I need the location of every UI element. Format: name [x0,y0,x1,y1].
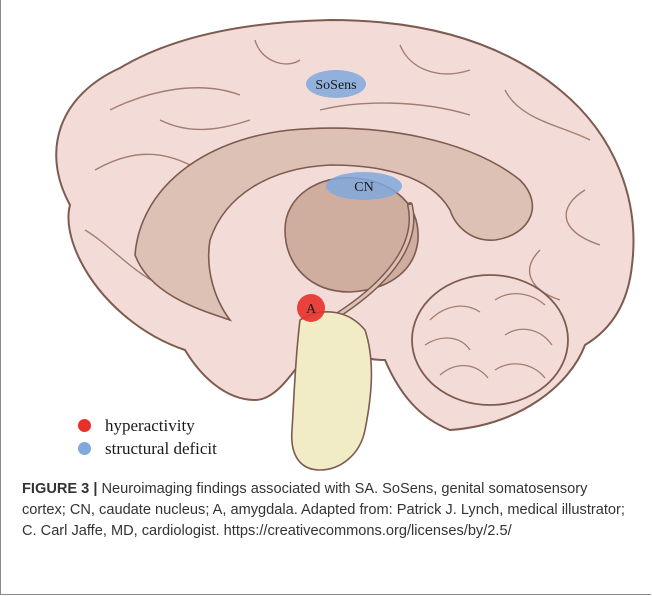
region-sosens: SoSens [306,70,366,98]
region-amygdala: A [297,294,325,322]
region-cn: CN [326,172,402,200]
figure-caption: FIGURE 3 | Neuroimaging findings associa… [22,479,630,542]
legend-swatch-red [78,419,91,432]
legend-item-structural-deficit: structural deficit [78,437,217,460]
legend-swatch-blue [78,442,91,455]
caption-text: Neuroimaging findings associated with SA… [22,481,625,539]
figure-label: FIGURE 3 | [22,481,97,497]
cerebellum [412,275,568,405]
legend-label: hyperactivity [105,416,195,436]
svg-text:SoSens: SoSens [315,78,356,93]
legend: hyperactivity structural deficit [78,414,217,460]
legend-item-hyperactivity: hyperactivity [78,414,217,437]
brain-illustration: SoSens CN A [0,0,652,475]
svg-text:A: A [306,302,317,317]
legend-label: structural deficit [105,439,217,459]
svg-text:CN: CN [354,180,373,195]
brainstem [292,312,372,470]
